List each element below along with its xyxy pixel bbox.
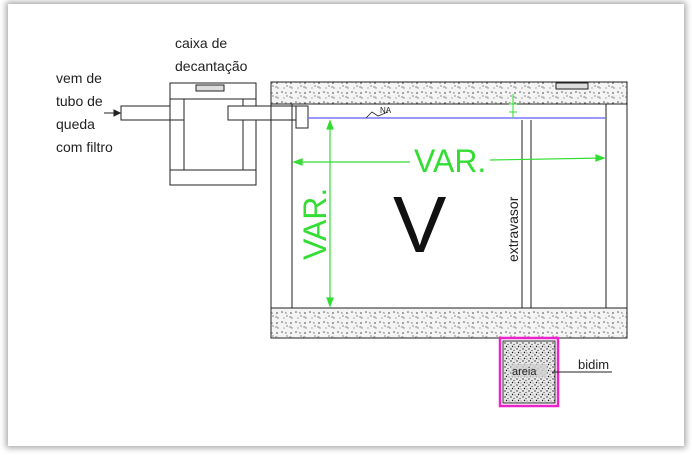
na-label: NA [380,106,392,115]
var-horizontal-label: VAR. [414,143,486,179]
vertical-dimension [326,119,334,308]
inlet-label-line1: vem de [56,70,102,86]
transfer-pipe [227,105,309,129]
sand-label: areia [512,366,537,378]
bottom-slab [270,307,628,339]
var-vertical-label: VAR. [297,188,333,260]
box-label-line1: caixa de [175,35,227,51]
inlet-label-line4: com filtro [56,139,113,155]
top-slab [270,81,628,105]
water-level-marker [365,111,389,119]
overflow-label: extravasor [505,196,521,262]
manhole-cover [555,82,589,90]
cistern-walls [270,104,628,308]
volume-label: V [393,180,447,269]
inlet-pipe [120,105,172,121]
sand-label-bg [511,364,547,377]
inlet-arrow [104,109,122,117]
inlet-label-line2: tubo de [56,93,103,109]
overflow-dimension [509,94,517,118]
horizontal-dimension [292,154,606,166]
inlet-label-line3: queda [56,116,95,132]
overflow-pipe [521,120,532,308]
box-label-line2: decantação [175,58,248,74]
decantation-box [169,82,257,186]
geotextile-label: bidim [578,357,609,372]
